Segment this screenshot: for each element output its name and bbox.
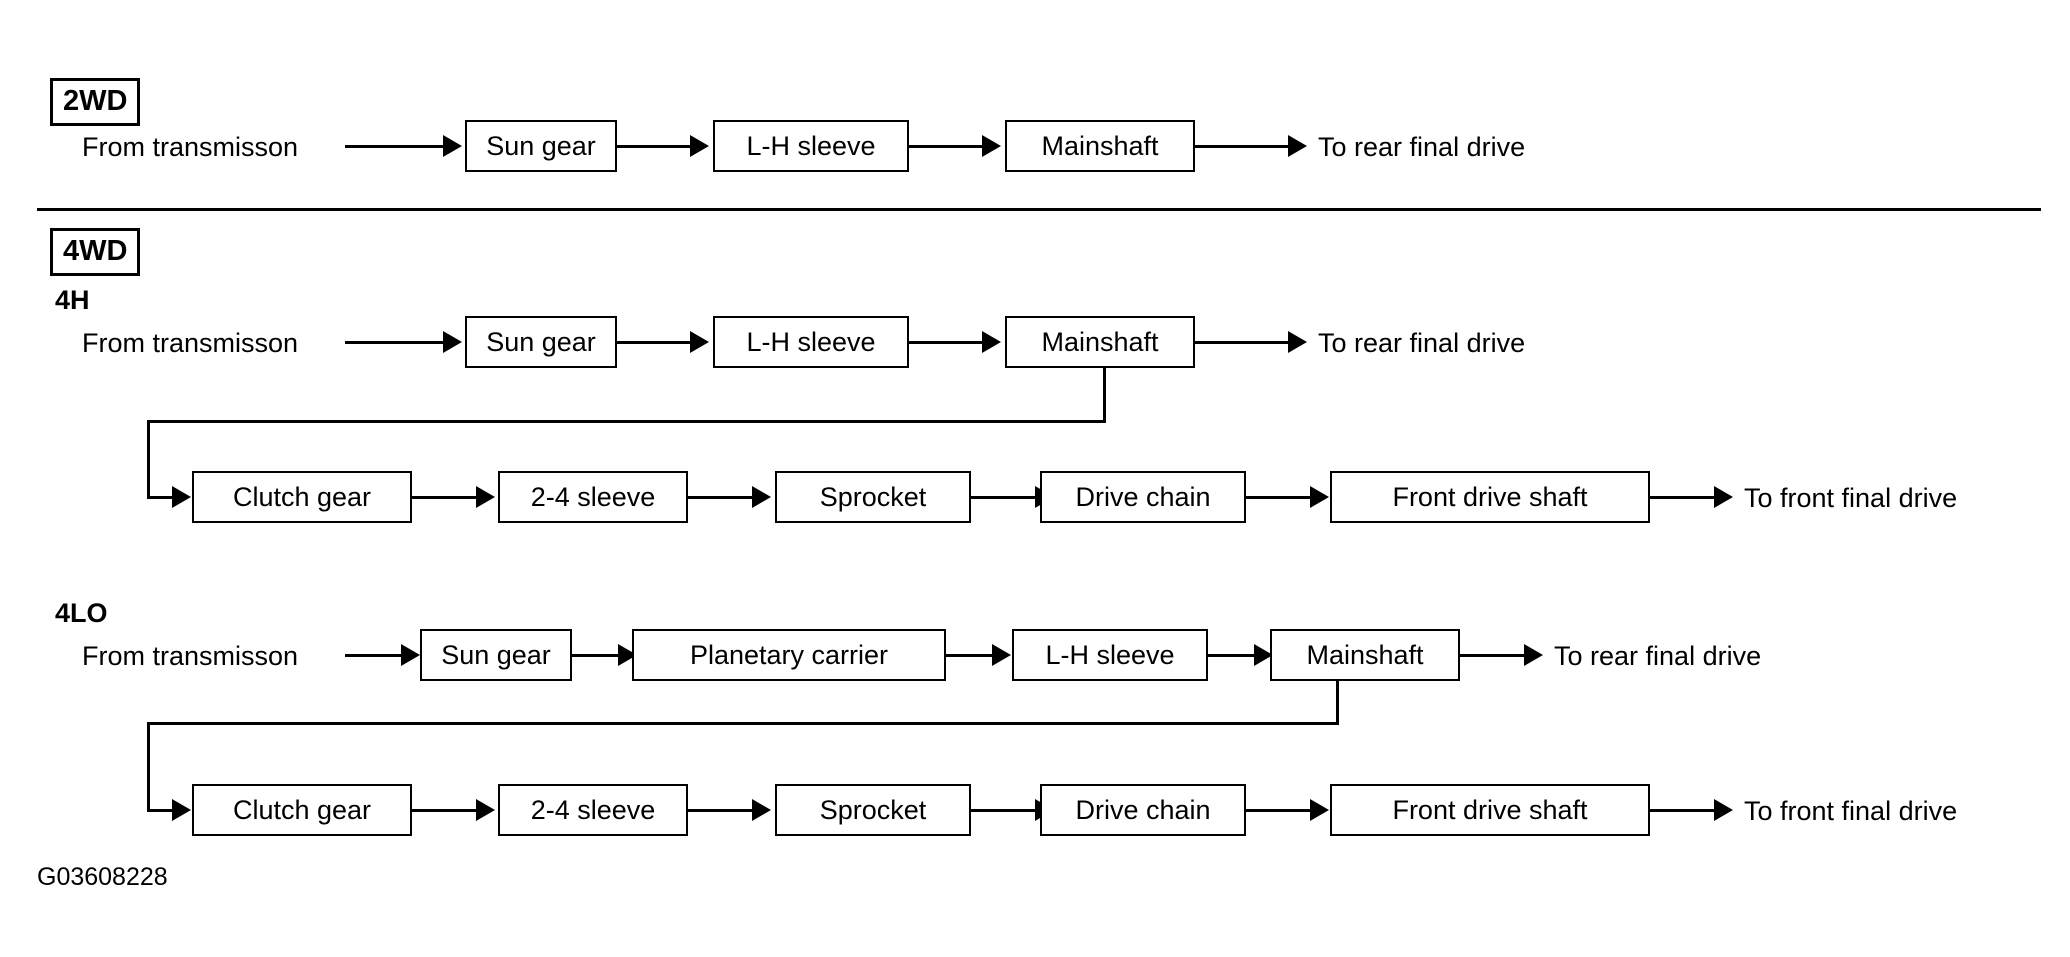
arrow-icon	[476, 486, 495, 508]
connector-line	[572, 654, 628, 657]
arrow-icon	[1288, 331, 1307, 353]
connector-line	[909, 145, 993, 148]
arrow-icon	[752, 486, 771, 508]
node-mainshaft-4h[interactable]: Mainshaft	[1005, 316, 1195, 368]
node-lh-sleeve-2wd[interactable]: L-H sleeve	[713, 120, 909, 172]
connector-line	[617, 341, 701, 344]
branch-line-vertical	[147, 420, 150, 498]
node-drive-chain-4lo[interactable]: Drive chain	[1040, 784, 1246, 836]
arrow-icon	[982, 135, 1001, 157]
arrow-icon	[1254, 644, 1273, 666]
node-sun-gear-4lo[interactable]: Sun gear	[420, 629, 572, 681]
connector-line	[345, 654, 411, 657]
arrow-icon	[172, 799, 191, 821]
connector-line	[1650, 496, 1724, 499]
figure-id-label: G03608228	[37, 863, 168, 891]
arrow-icon	[690, 331, 709, 353]
arrow-icon	[443, 331, 462, 353]
connector-line	[971, 809, 1045, 812]
arrow-icon	[1714, 799, 1733, 821]
arrow-icon	[1714, 486, 1733, 508]
branch-line-vertical	[1336, 681, 1339, 725]
connector-line	[1195, 341, 1299, 344]
branch-line-vertical	[1103, 368, 1106, 423]
connector-line	[688, 496, 762, 499]
connector-line	[345, 341, 453, 344]
branch-line-horizontal	[147, 809, 181, 812]
source-label-4lo: From transmisson	[82, 641, 299, 671]
mode-tag-2wd: 2WD	[50, 78, 141, 126]
connector-line	[1460, 654, 1534, 657]
node-sprocket-4lo[interactable]: Sprocket	[775, 784, 971, 836]
node-mainshaft-4lo[interactable]: Mainshaft	[1270, 629, 1460, 681]
connector-line	[1208, 654, 1264, 657]
destination-label-4lo-front: To front final drive	[1744, 796, 1958, 826]
node-sprocket-4h[interactable]: Sprocket	[775, 471, 971, 523]
connector-line	[1195, 145, 1299, 148]
node-clutch-gear-4h[interactable]: Clutch gear	[192, 471, 412, 523]
node-clutch-gear-4lo[interactable]: Clutch gear	[192, 784, 412, 836]
node-2-4-sleeve-4h[interactable]: 2-4 sleeve	[498, 471, 688, 523]
branch-line-horizontal	[147, 722, 1339, 725]
destination-label-4h-front: To front final drive	[1744, 483, 1958, 513]
node-front-drive-shaft-4h[interactable]: Front drive shaft	[1330, 471, 1650, 523]
arrow-icon	[752, 799, 771, 821]
branch-line-horizontal	[147, 420, 1106, 423]
connector-line	[412, 809, 486, 812]
connector-line	[412, 496, 486, 499]
arrow-icon	[982, 331, 1001, 353]
node-planetary-carrier-4lo[interactable]: Planetary carrier	[632, 629, 946, 681]
arrow-icon	[476, 799, 495, 821]
arrow-icon	[992, 644, 1011, 666]
arrow-icon	[443, 135, 462, 157]
arrow-icon	[172, 486, 191, 508]
source-label-2wd: From transmisson	[82, 132, 299, 162]
branch-line-horizontal	[147, 496, 181, 499]
node-mainshaft-2wd[interactable]: Mainshaft	[1005, 120, 1195, 172]
connector-line	[1246, 496, 1320, 499]
node-front-drive-shaft-4lo[interactable]: Front drive shaft	[1330, 784, 1650, 836]
node-sun-gear-2wd[interactable]: Sun gear	[465, 120, 617, 172]
connector-line	[1650, 809, 1724, 812]
node-drive-chain-4h[interactable]: Drive chain	[1040, 471, 1246, 523]
arrow-icon	[1310, 799, 1329, 821]
mode-tag-4wd: 4WD	[50, 228, 141, 276]
node-lh-sleeve-4h[interactable]: L-H sleeve	[713, 316, 909, 368]
arrow-icon	[1524, 644, 1543, 666]
sub-label-4lo: 4LO	[55, 598, 108, 628]
node-2-4-sleeve-4lo[interactable]: 2-4 sleeve	[498, 784, 688, 836]
destination-label-4lo-rear: To rear final drive	[1554, 641, 1762, 671]
arrow-icon	[1310, 486, 1329, 508]
sub-label-4h: 4H	[55, 285, 90, 315]
destination-label-2wd: To rear final drive	[1318, 132, 1526, 162]
source-label-4h: From transmisson	[82, 328, 299, 358]
connector-line	[345, 145, 453, 148]
arrow-icon	[690, 135, 709, 157]
branch-line-vertical	[147, 722, 150, 812]
connector-line	[946, 654, 1002, 657]
connector-line	[617, 145, 701, 148]
node-lh-sleeve-4lo[interactable]: L-H sleeve	[1012, 629, 1208, 681]
arrow-icon	[401, 644, 420, 666]
node-sun-gear-4h[interactable]: Sun gear	[465, 316, 617, 368]
arrow-icon	[1288, 135, 1307, 157]
destination-label-4h-rear: To rear final drive	[1318, 328, 1526, 358]
connector-line	[909, 341, 993, 344]
connector-line	[971, 496, 1045, 499]
connector-line	[688, 809, 762, 812]
connector-line	[1246, 809, 1320, 812]
section-divider	[37, 208, 2041, 211]
